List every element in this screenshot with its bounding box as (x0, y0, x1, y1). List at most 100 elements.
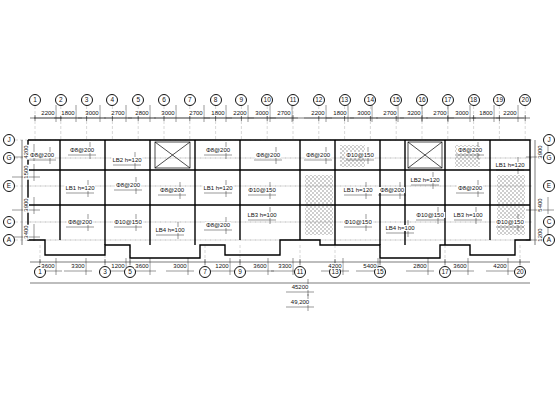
dimension: 2700 (382, 110, 397, 116)
stroke (208, 271, 236, 272)
stroke (286, 307, 314, 308)
axis-bubble: G (3, 152, 15, 164)
dimension: 1800 (332, 110, 347, 116)
dimension: 49,200 (290, 299, 310, 305)
axis-bubble: 2 (55, 94, 67, 106)
axis-bubble: G (543, 152, 555, 164)
slab-label: LB2 h=120 (409, 177, 440, 183)
stroke (64, 271, 92, 272)
stroke (448, 118, 476, 119)
dimension: 2700 (110, 110, 125, 116)
axis-bubble: 1 (29, 94, 41, 106)
stroke (28, 160, 56, 161)
dimension: 1200 (214, 263, 229, 269)
dimension: 4200 (492, 263, 507, 269)
axis-bubble: 8 (210, 94, 222, 106)
axis-label: 9 (240, 97, 244, 104)
axis-bubble: 9 (234, 266, 246, 278)
axis-bubble: 12 (313, 94, 325, 106)
stroke (496, 227, 524, 228)
rebar-label: Φ10@150 (113, 219, 143, 225)
stroke (411, 185, 439, 186)
axis-bubble: 4 (106, 94, 118, 106)
axis-label: E (7, 183, 11, 190)
stroke (473, 106, 474, 140)
axis-label: 20 (516, 269, 523, 276)
axis-label: 17 (444, 97, 451, 104)
dimension: 3400 (23, 224, 29, 239)
axis-bubble: 20 (519, 94, 531, 106)
slab-label: LB1 h=120 (64, 185, 95, 191)
axis-label: 10 (264, 97, 271, 104)
axis-label: 12 (315, 97, 322, 104)
axis-bubble: E (3, 180, 15, 192)
axis-label: 8 (214, 97, 218, 104)
dimension: 1500 (23, 164, 29, 179)
stroke (104, 118, 132, 119)
rebar-label: Φ8@200 (457, 185, 483, 191)
axis-bubble: 19 (493, 94, 505, 106)
dimension: 2700 (432, 110, 447, 116)
dimension: 2200 (232, 110, 247, 116)
slab-label: LB4 h=100 (154, 227, 185, 233)
stroke (445, 245, 446, 266)
axis-label: E (547, 183, 551, 190)
rebar-label: Φ8@200 (29, 152, 55, 158)
dimension: 2200 (310, 110, 325, 116)
axis-bubble: 9 (235, 94, 247, 106)
stroke (496, 118, 524, 119)
axis-label: 20 (522, 97, 529, 104)
axis-label: 3 (103, 269, 107, 276)
stroke (54, 118, 82, 119)
axis-bubble: 11 (294, 266, 306, 278)
axis-bubble: 11 (287, 94, 299, 106)
axis-bubble: 5 (132, 94, 144, 106)
axis-label: 5 (128, 269, 132, 276)
rebar-label: Φ8@200 (69, 147, 95, 153)
stroke (300, 245, 301, 266)
axis-label: 11 (290, 97, 297, 104)
stroke (416, 220, 444, 221)
stroke (205, 259, 206, 265)
stroke (35, 106, 36, 140)
stroke (66, 227, 94, 228)
dimension: 3300 (70, 263, 85, 269)
stroke (472, 118, 500, 119)
stroke (486, 271, 514, 272)
dimension: 3000 (172, 263, 187, 269)
stroke (293, 106, 294, 140)
axis-bubble: J (543, 134, 555, 146)
stroke (204, 193, 232, 194)
rebar-label: Φ8@200 (205, 222, 231, 228)
dimension: 3900 (537, 144, 543, 159)
dimension: 3900 (23, 197, 29, 212)
axis-bubble: 17 (442, 94, 454, 106)
dimension: 1200 (537, 227, 543, 242)
dimension: 5400 (537, 197, 543, 212)
axis-label: 2 (59, 97, 63, 104)
axis-label: C (547, 219, 552, 226)
stroke (454, 220, 482, 221)
stroke (66, 193, 94, 194)
dimension: 3000 (160, 110, 175, 116)
axis-label: A (7, 237, 11, 244)
rebar-label: Φ8@200 (115, 182, 141, 188)
stroke (378, 195, 406, 196)
axis-label: A (547, 237, 551, 244)
stroke (254, 160, 282, 161)
axis-bubble: 3 (81, 94, 93, 106)
axis-bubble: 7 (199, 266, 211, 278)
axis-label: 14 (367, 97, 374, 104)
axis-bubble: J (3, 134, 15, 146)
axis-bubble: A (3, 234, 15, 246)
stroke (520, 259, 521, 265)
stroke (344, 227, 372, 228)
stroke (376, 118, 404, 119)
stroke (248, 195, 276, 196)
rebar-label: Φ8@200 (255, 152, 281, 158)
stroke (158, 195, 186, 196)
axis-bubble: E (543, 180, 555, 192)
dimension: 1800 (210, 110, 225, 116)
stroke (499, 106, 500, 140)
